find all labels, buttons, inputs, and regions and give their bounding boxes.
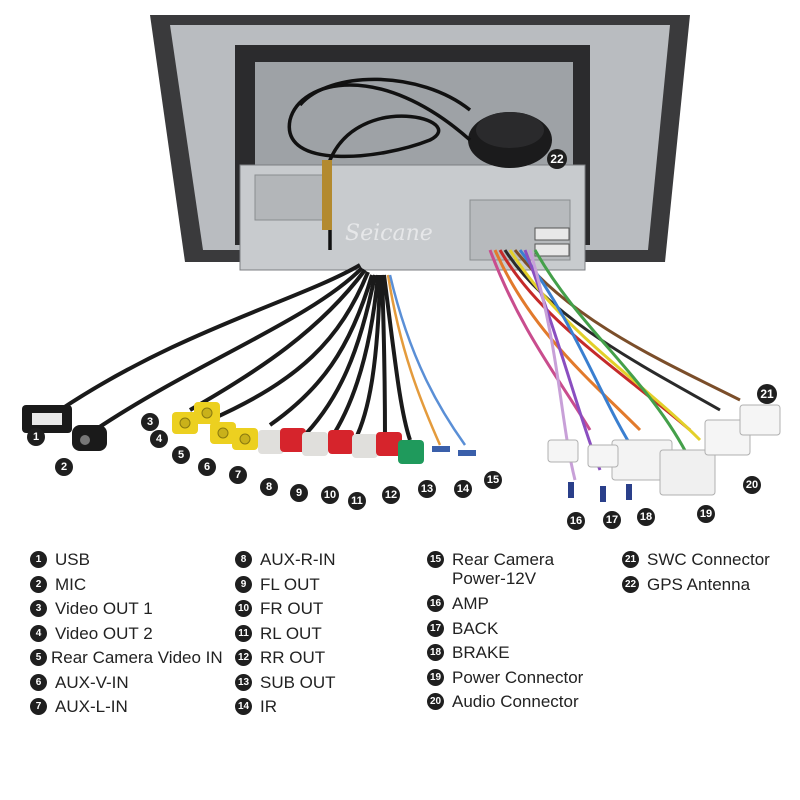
photo-marker-2: 2 (55, 458, 73, 476)
legend-label: RR OUT (260, 648, 326, 667)
legend-label: AMP (452, 594, 489, 613)
photo-marker-17: 17 (603, 511, 621, 529)
legend-item-rl-out: 11 RL OUT (235, 624, 336, 649)
legend-item-aux-v-in: 6 AUX-V-IN (30, 673, 223, 698)
legend-item-gps-antenna: 22 GPS Antenna (622, 575, 770, 600)
legend-number: 17 (427, 619, 444, 637)
legend-number: 11 (235, 624, 252, 642)
legend-label: RL OUT (260, 623, 322, 643)
photo-marker-16: 16 (567, 512, 585, 530)
legend-column-2: 8 AUX-R-IN 9 FL OUT 10 FR OUT 11 RL OUT 12 RR… (235, 550, 336, 722)
legend-label: SUB OUT (260, 672, 336, 692)
legend-label: AUX-L-IN (55, 697, 128, 716)
photo-marker-20: 20 (743, 476, 761, 494)
legend-number: 9 (235, 575, 252, 593)
photo-marker-11: 11 (348, 492, 366, 510)
legend-number: 10 (235, 600, 252, 617)
photo-marker-10: 10 (321, 486, 339, 504)
photo-marker-19: 19 (697, 505, 715, 523)
legend-number: 20 (427, 693, 444, 710)
legend-label: USB (55, 550, 90, 569)
legend-item-video-out-2: 4 Video OUT 2 (30, 624, 223, 649)
photo-marker-15: 15 (484, 471, 502, 489)
watermark-text: Seicane (345, 221, 433, 246)
legend-item-amp: 16 AMP (427, 594, 583, 619)
head-unit-wiring-photo: Seicane (22, 15, 781, 502)
photo-marker-6: 6 (198, 458, 216, 476)
legend-item-aux-l-in: 7 AUX-L-IN (30, 697, 223, 722)
legend-number: 15 (427, 551, 444, 568)
legend-item-usb: 1 USB (30, 550, 223, 575)
photo-marker-14: 14 (454, 480, 472, 498)
legend-label: IR (260, 697, 277, 716)
legend-item-rr-out: 12 RR OUT (235, 648, 336, 673)
legend-number: 5 (30, 649, 47, 666)
photo-marker-12: 12 (382, 486, 400, 504)
legend-number: 16 (427, 595, 444, 612)
legend-number: 22 (622, 575, 639, 593)
legend-number: 19 (427, 668, 444, 686)
legend-item-fl-out: 9 FL OUT (235, 575, 336, 600)
legend-number: 12 (235, 649, 252, 666)
legend-item-back: 17 BACK (427, 619, 583, 644)
legend-number: 14 (235, 698, 252, 715)
legend-label: MIC (55, 574, 87, 594)
legend-number: 13 (235, 673, 252, 691)
photo-marker-21: 21 (757, 384, 777, 404)
legend-label: GPS Antenna (647, 574, 751, 594)
photo-marker-7: 7 (229, 466, 247, 484)
legend-label: Video OUT 2 (55, 623, 153, 643)
legend-label: Rear Camera Video IN (51, 648, 223, 667)
photo-marker-22: 22 (547, 149, 567, 169)
photo-marker-4: 4 (150, 430, 168, 448)
legend-number: 1 (30, 551, 47, 568)
legend-number: 3 (30, 600, 47, 617)
photo-marker-8: 8 (260, 478, 278, 496)
legend-label: FL OUT (260, 574, 320, 594)
legend-item-brake: 18 BRAKE (427, 643, 583, 668)
legend-number: 2 (30, 575, 47, 593)
photo-marker-1: 1 (27, 428, 45, 446)
photo-marker-13: 13 (418, 480, 436, 498)
legend-item-aux-r-in: 8 AUX-R-IN (235, 550, 336, 575)
legend-label: Video OUT 1 (55, 599, 153, 618)
legend-label: BRAKE (452, 643, 510, 662)
legend-number: 18 (427, 644, 444, 661)
legend-item-power-connector: 19 Power Connector (427, 668, 583, 693)
legend-number: 4 (30, 624, 47, 642)
legend-label: AUX-R-IN (260, 550, 336, 569)
photo-marker-9: 9 (290, 484, 308, 502)
legend-item-rear-camera-power: 15 Rear Camera Power-12V (427, 550, 583, 594)
legend-number: 8 (235, 551, 252, 568)
legend-item-ir: 14 IR (235, 697, 336, 722)
legend-label: Audio Connector (452, 692, 579, 711)
legend-item-mic: 2 MIC (30, 575, 223, 600)
photo-marker-18: 18 (637, 508, 655, 526)
legend-label: SWC Connector (647, 550, 770, 569)
legend-item-sub-out: 13 SUB OUT (235, 673, 336, 698)
legend-number: 6 (30, 673, 47, 691)
legend-number: 7 (30, 698, 47, 715)
legend-label: BACK (452, 618, 499, 638)
legend-label: AUX-V-IN (55, 672, 129, 692)
legend-label: Rear Camera Power-12V (452, 550, 555, 588)
legend-column-4: 21 SWC Connector 22 GPS Antenna (622, 550, 770, 599)
legend-item-fr-out: 10 FR OUT (235, 599, 336, 624)
legend-number: 21 (622, 551, 639, 568)
legend-column-3: 15 Rear Camera Power-12V 16 AMP 17 BACK 18 B… (427, 550, 583, 717)
legend-label: FR OUT (260, 599, 324, 618)
legend-item-swc-connector: 21 SWC Connector (622, 550, 770, 575)
legend-item-video-out-1: 3 Video OUT 1 (30, 599, 223, 624)
photo-marker-5: 5 (172, 446, 190, 464)
photo-marker-3: 3 (141, 413, 159, 431)
legend-label: Power Connector (452, 667, 584, 687)
legend-item-audio-connector: 20 Audio Connector (427, 692, 583, 717)
